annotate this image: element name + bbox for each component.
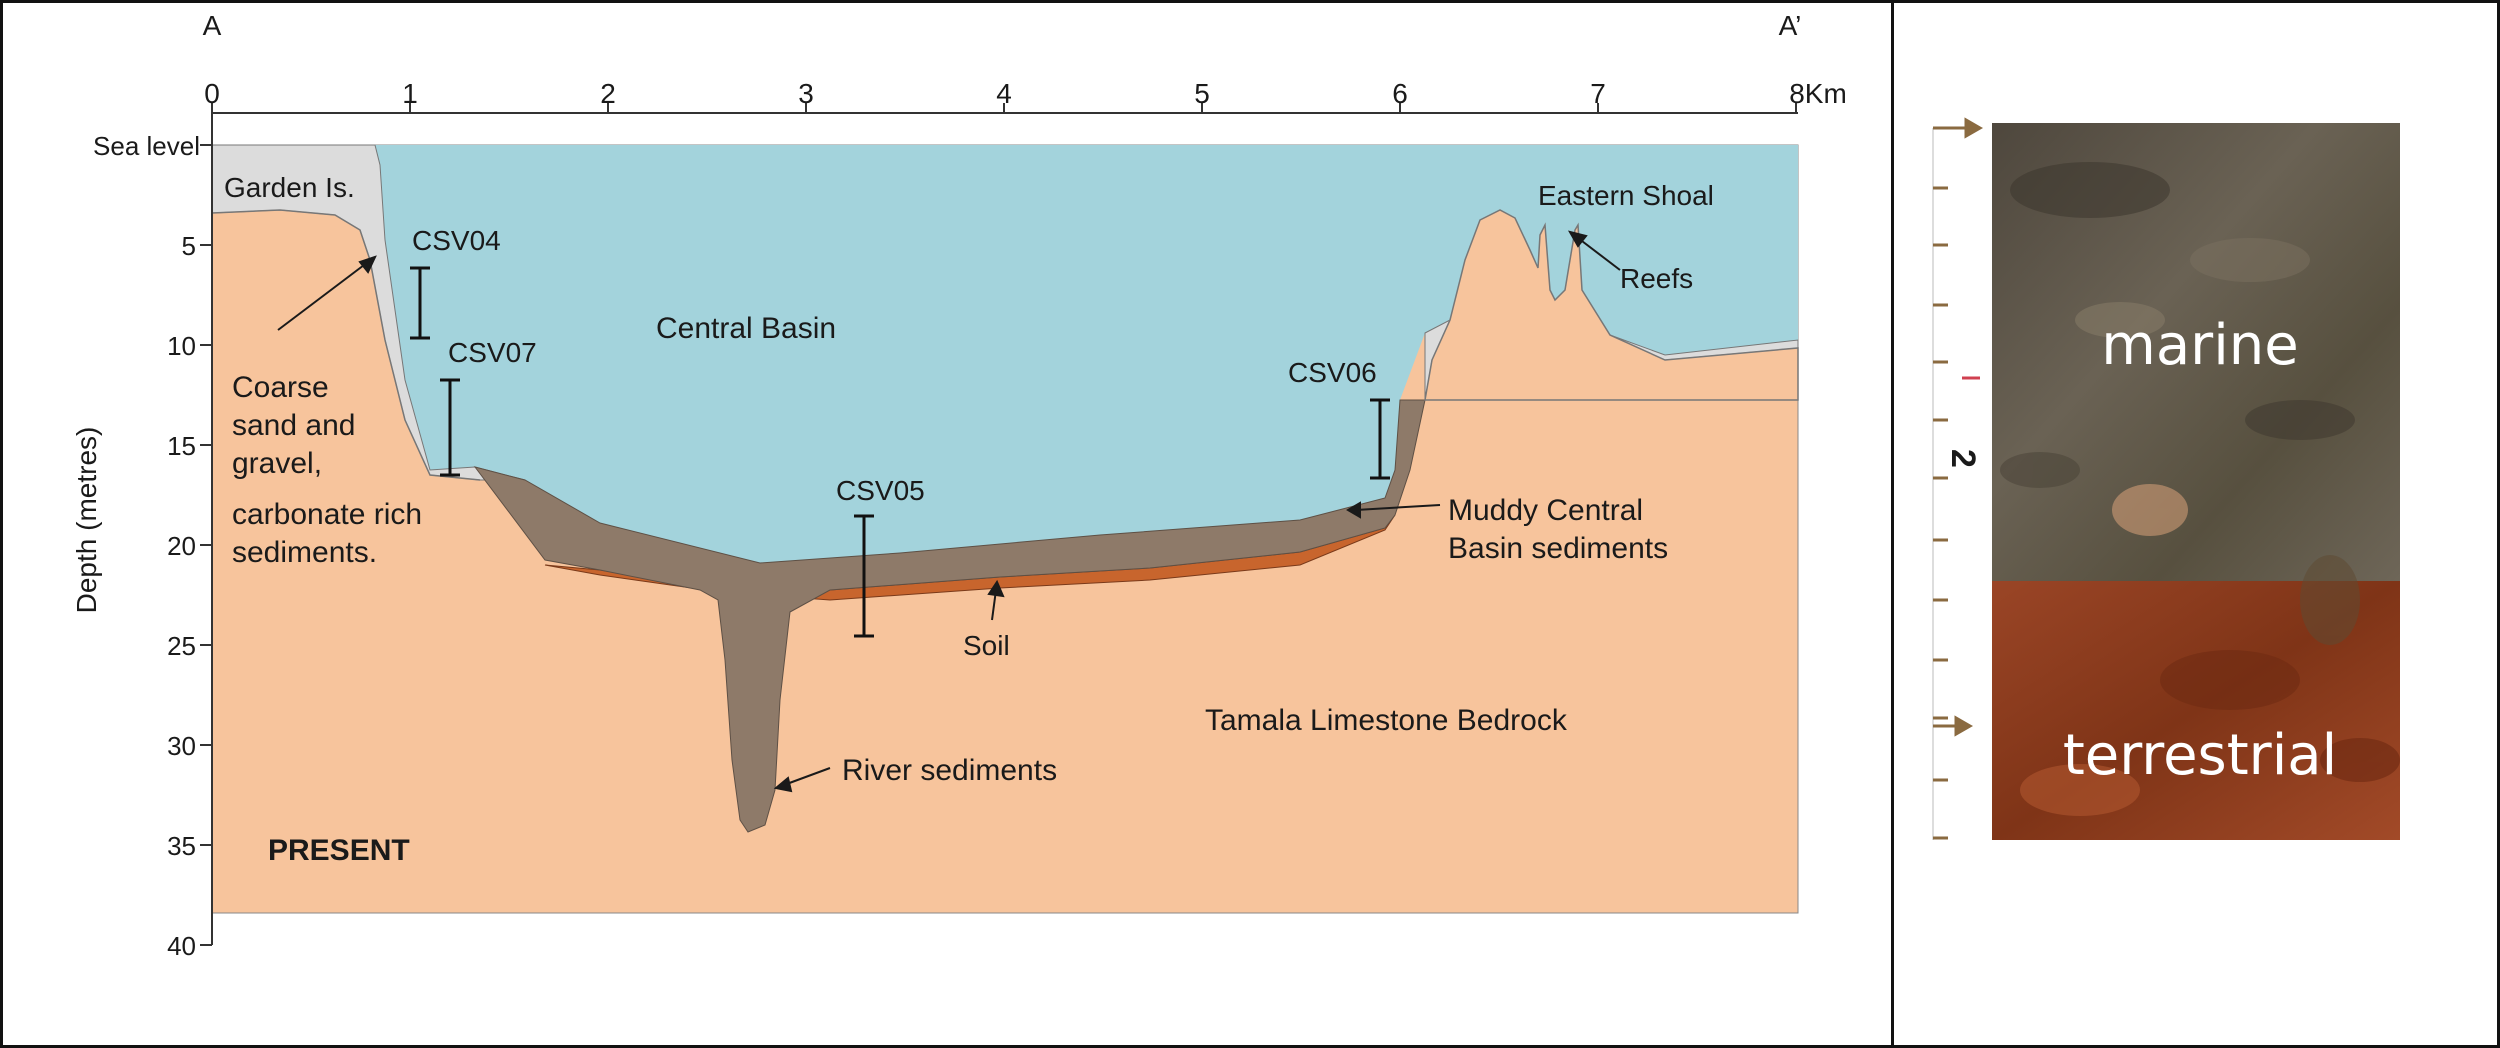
depth-tick-label: 25 — [167, 631, 196, 661]
core-label-csv04: CSV04 — [412, 225, 501, 256]
reefs-label: Reefs — [1620, 263, 1693, 294]
panel-divider — [1891, 0, 1894, 1048]
muddy-sediments — [473, 399, 1426, 833]
distance-tick-label: 4 — [996, 78, 1012, 109]
depth-tick-label: 10 — [167, 331, 196, 361]
core-csv07 — [440, 378, 460, 477]
leader-arrows — [277, 230, 1621, 793]
arrow-top-icon — [1933, 117, 1984, 139]
water-body — [375, 145, 1798, 563]
ruler-scale — [1932, 126, 1948, 840]
distance-tick-label: 3 — [798, 78, 814, 109]
coarse-sand-line: sand and — [232, 409, 355, 442]
depth-tick-label: 20 — [167, 531, 196, 561]
bedrock-label: Tamala Limestone Bedrock — [1205, 704, 1568, 737]
central-basin-label: Central Basin — [656, 312, 836, 345]
river-sediments-label: River sediments — [842, 754, 1057, 787]
coarse-sand-line: sediments. — [232, 536, 377, 569]
soil-label: Soil — [963, 630, 1010, 661]
section-marker-start: A — [203, 10, 222, 41]
present-label: PRESENT — [268, 834, 410, 867]
section-marker-end: A’ — [1779, 10, 1802, 41]
core-csv05 — [854, 514, 874, 638]
core-label-csv07: CSV07 — [448, 337, 537, 368]
distance-tick-label: 7 — [1590, 78, 1606, 109]
distance-tick-label: 5 — [1194, 78, 1210, 109]
distance-tick-labels: 0 1 2 3 4 5 6 7 8Km — [204, 78, 1847, 109]
core-csv04 — [410, 266, 430, 340]
core-label-csv06: CSV06 — [1288, 357, 1377, 388]
muddy-central-line: Basin sediments — [1448, 532, 1668, 565]
distance-ticks — [211, 103, 1797, 113]
coarse-sand-label: Coarse sand and gravel, carbonate rich s… — [232, 371, 422, 569]
marine-label: marine — [2101, 313, 2298, 378]
depth-ticks — [200, 144, 212, 946]
distance-tick-label: 1 — [402, 78, 418, 109]
ruler-scale-label: 2 — [1944, 449, 1982, 468]
core-photo-panel: 2 marine terrestrial — [1932, 117, 2400, 840]
coarse-sand-line: Coarse — [232, 371, 329, 404]
depth-axis-title: Depth (metres) — [71, 427, 102, 614]
depth-tick-label: 15 — [167, 431, 196, 461]
eastern-shoal-label: Eastern Shoal — [1538, 180, 1714, 211]
depth-tick-labels: Sea level 5 10 15 20 25 30 35 40 — [93, 131, 200, 961]
depth-tick-label: 5 — [182, 231, 196, 261]
depth-tick-label: Sea level — [93, 131, 200, 161]
core-label-csv05: CSV05 — [836, 475, 925, 506]
distance-tick-label: 2 — [600, 78, 616, 109]
arrow-boundary-icon — [1933, 715, 1974, 737]
depth-tick-label: 35 — [167, 831, 196, 861]
distance-tick-label: 8Km — [1789, 78, 1847, 109]
core-texture — [2000, 162, 2400, 816]
eastern-shoal — [1424, 209, 1799, 401]
distance-tick-label: 6 — [1392, 78, 1408, 109]
garden-island-label: Garden Is. — [224, 172, 355, 203]
coarse-sand-line: gravel, — [232, 447, 322, 480]
depth-tick-label: 40 — [167, 931, 196, 961]
coarse-sand-line: carbonate rich — [232, 498, 422, 531]
terrestrial-label: terrestrial — [2063, 723, 2337, 788]
cross-section-panel: 0 1 2 3 4 5 6 7 8Km A A’ Sea level 5 — [71, 10, 1847, 961]
muddy-central-label: Muddy Central Basin sediments — [1448, 494, 1668, 565]
depth-tick-label: 30 — [167, 731, 196, 761]
distance-tick-label: 0 — [204, 78, 220, 109]
muddy-central-line: Muddy Central — [1448, 494, 1643, 527]
core-csv06 — [1370, 398, 1390, 480]
